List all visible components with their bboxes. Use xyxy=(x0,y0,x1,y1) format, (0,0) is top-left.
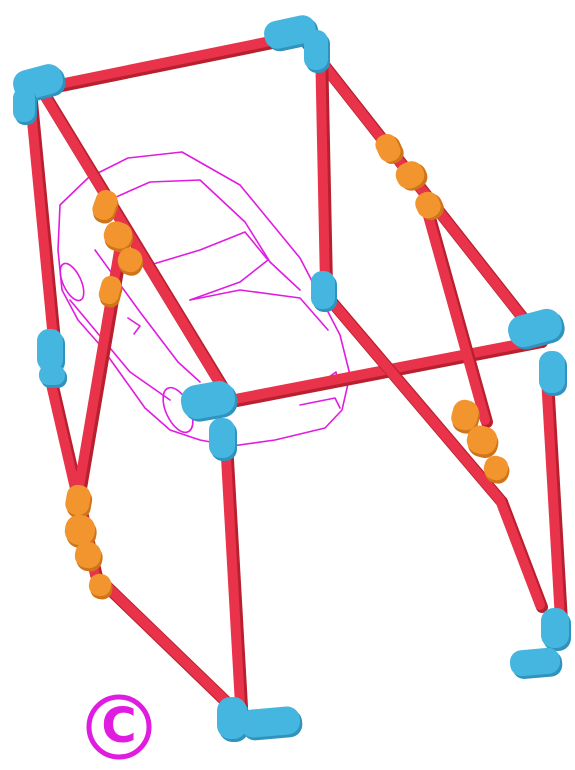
foot-front-right-body xyxy=(541,608,569,648)
pipe-layer xyxy=(30,35,562,717)
foot-front-left-toe xyxy=(239,705,303,741)
foot-front-right-toe-body xyxy=(509,647,561,677)
tee-back-right-mid-body xyxy=(311,271,335,309)
pipe-top-left xyxy=(40,88,230,400)
pipe-right-lower xyxy=(500,500,540,605)
elbow-back-left-low-cap xyxy=(39,365,67,388)
car-rear-wheel xyxy=(55,260,88,304)
elbow-top-back-left-drop xyxy=(13,88,37,125)
panel-label-badge: C xyxy=(84,692,154,762)
car-mirror xyxy=(128,318,140,334)
elbow-top-back-right-drop xyxy=(304,30,330,73)
foot-front-right-toe xyxy=(509,647,563,680)
car-sill xyxy=(70,300,170,400)
car-hood xyxy=(190,290,328,330)
elbow-top-front-left-drop-body xyxy=(209,418,235,458)
elbow-top-front-left-drop xyxy=(209,418,237,461)
elbow-top-front-right-drop xyxy=(539,351,567,396)
pipe-top-back xyxy=(40,35,300,88)
elbow-top-front-right-drop-body xyxy=(539,351,565,393)
swivel-left-low-a xyxy=(63,483,94,520)
foot-front-right xyxy=(541,608,571,651)
elbow-top-back-right-drop-body xyxy=(304,30,328,70)
pipe-back-right-post xyxy=(320,45,325,285)
elbow-top-front-left xyxy=(178,378,240,424)
elbow-back-left-low-cap-body xyxy=(39,365,65,385)
tee-back-right-mid xyxy=(311,271,337,312)
foot-front-left-toe-body xyxy=(239,705,301,738)
elbow-back-left-low-body xyxy=(37,329,63,371)
car-grille xyxy=(300,398,340,408)
panel-label: C xyxy=(84,692,154,762)
elbow-top-back-left-drop-body xyxy=(13,88,35,122)
pipe-back-left-upper xyxy=(30,100,55,360)
